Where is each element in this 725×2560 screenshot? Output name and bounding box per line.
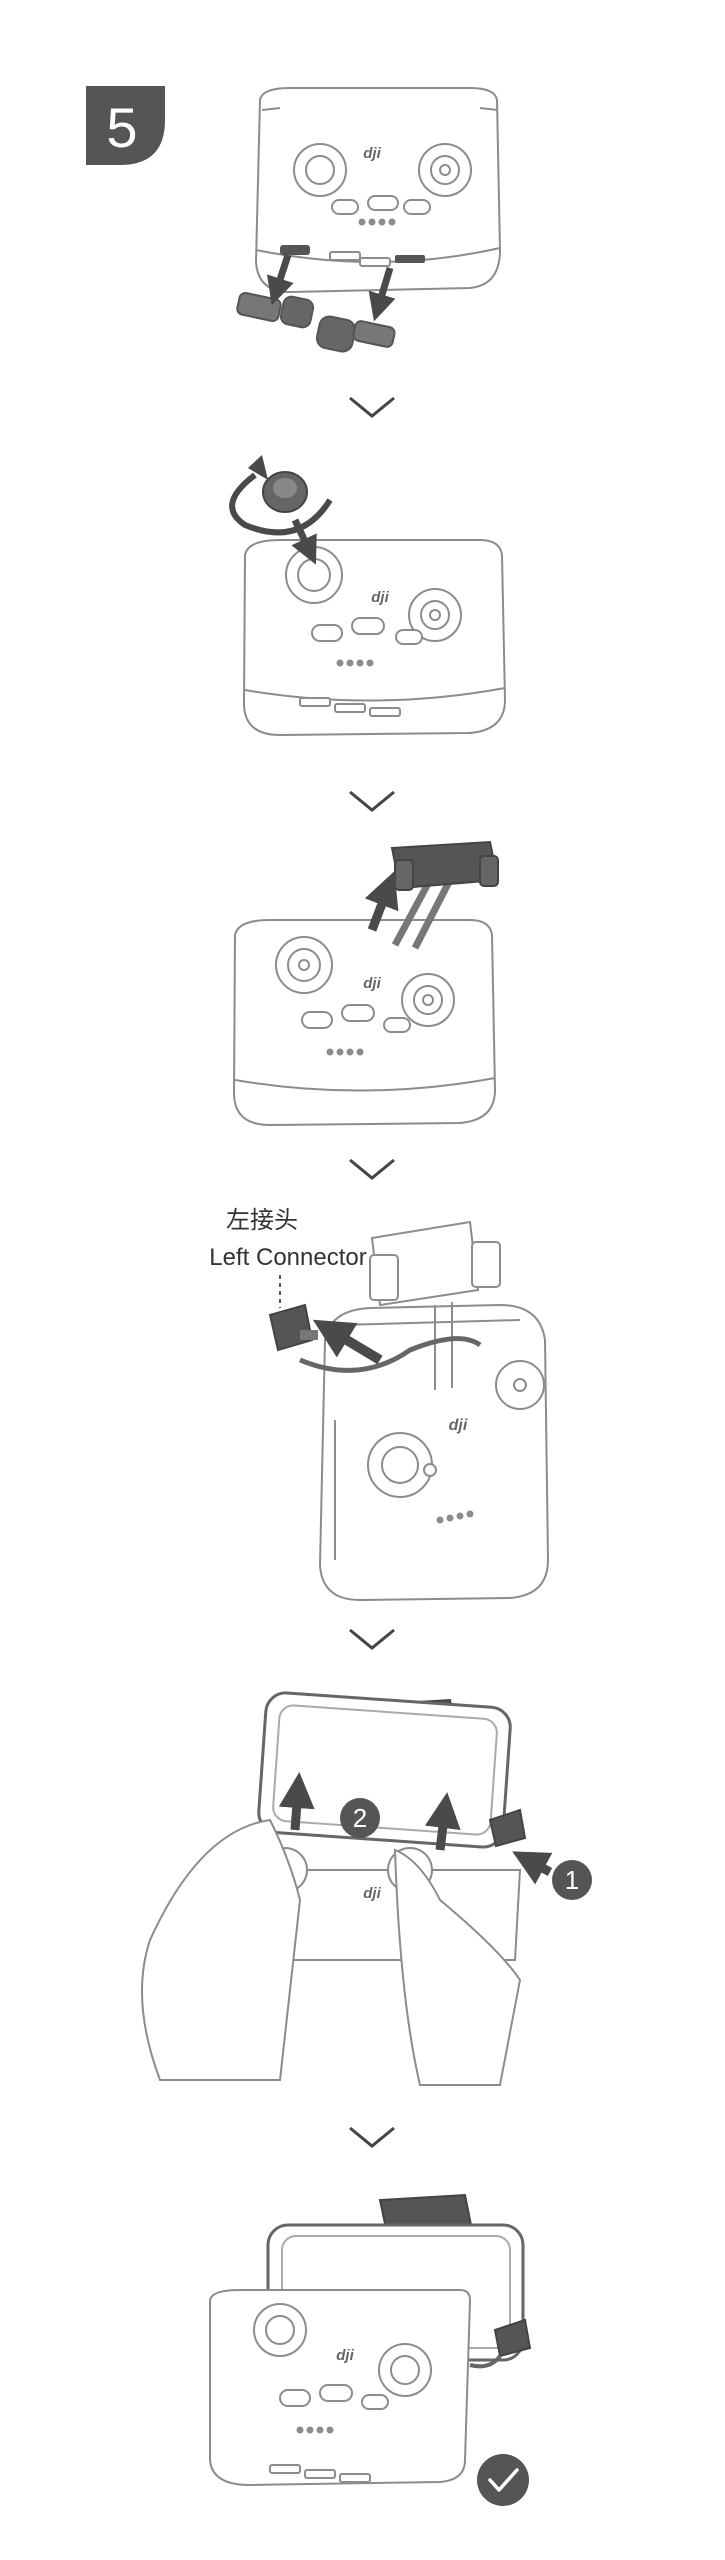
step-number: 5 [106,96,137,159]
chevron-down-icon [349,2126,395,2148]
arrow-down-right [368,266,396,322]
phone-holder-light [369,1220,501,1390]
arrow-up-right [424,1792,461,1851]
rotate-arrow-head [248,455,268,480]
callout-1: 1 [552,1860,592,1900]
rotate-arrow [229,472,333,536]
arrow-pull-connector [312,1319,383,1365]
right-stick-removed [315,315,396,353]
callout-1-number: 1 [565,1865,579,1895]
dji-logo: dji [336,2347,354,2364]
arrow-down-left [267,253,294,306]
dji-logo: dji [371,589,389,606]
panel-left-connector [318,1303,550,1602]
left-connector-plug [268,1303,318,1352]
cable [299,1336,482,1373]
arrow-insert [291,518,317,565]
panel-insert-phone [141,1691,527,2086]
panel-remove-sticks [254,87,502,294]
left-hand [141,1818,302,2081]
dji-logo: dji [363,145,381,162]
callout-2-number: 2 [353,1803,367,1833]
panel-mount-stick [242,539,507,737]
phone-holder-extended [390,840,500,950]
chevron-down-icon [349,396,395,418]
stick-cap-top [273,478,297,498]
dji-logo: dji [363,1885,381,1902]
callout-2: 2 [340,1798,380,1838]
label-left-connector-en: Left Connector [209,1244,366,1271]
connector-plug [488,1808,527,1848]
label-left-connector-zh: 左接头 [226,1207,298,1234]
step-badge: 5 [86,86,165,165]
panel-completed [209,2193,532,2487]
arrow-plug-in [512,1851,553,1885]
check-circle-icon [477,2454,529,2506]
chevron-down-icon [349,790,395,812]
left-stick-removed [236,291,315,329]
panel-extend-holder [232,919,497,1127]
dji-logo: dji [363,975,381,992]
right-hand [393,1848,522,2086]
arrow-up-extend [364,871,399,932]
chevron-down-icon [349,1158,395,1180]
dji-logo: dji [449,1417,468,1434]
arrow-up-left [278,1772,315,1831]
chevron-down-icon [349,1628,395,1650]
